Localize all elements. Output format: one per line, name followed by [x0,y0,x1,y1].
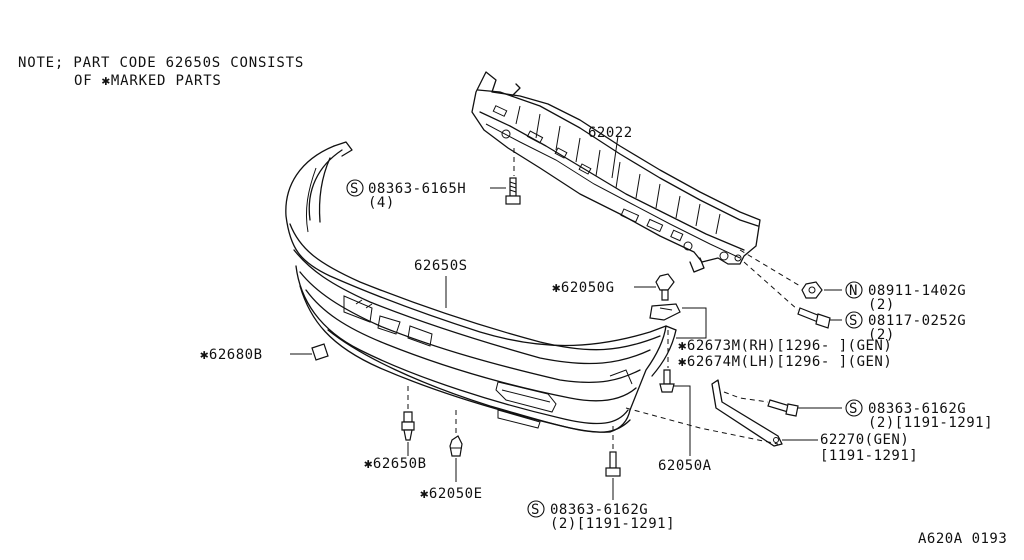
stay-dash [723,391,769,403]
label-62050g: ✱62050G [552,280,615,296]
stay-fascia-dash [625,407,779,445]
label-62270-range: [1191-1291] [820,448,918,464]
label-08363-6165h: 08363-6165H [368,181,466,197]
bolt-08363-6165h [505,177,521,205]
screw-symbol-mid [845,311,863,329]
screw-symbol-top-letter: S [350,181,359,197]
bolt-08117-0252g [797,307,831,329]
clip-62050g [655,273,675,301]
label-08911-1402g-qty: (2) [868,297,895,313]
note-line-2: OF ✱MARKED PARTS [74,73,222,89]
screw-symbol-right-letter: S [849,401,858,417]
diagram-code: A620A 0193 [918,531,1007,547]
clip-62050e [449,435,463,457]
clip-62650b [401,411,415,441]
bracket-62673m-62674m [649,303,681,321]
label-08363-6162g-right: 08363-6162G [868,401,966,417]
nut-symbol [845,281,863,299]
leader-lines [290,135,842,500]
label-62680b: ✱62680B [200,347,263,363]
label-08117-0252g-qty: (2) [868,327,895,343]
label-62050e: ✱62050E [420,486,483,502]
bolt-08363-6162g-bottom [605,451,621,477]
bumper-fascia [285,141,677,433]
nut-symbol-letter: N [849,283,858,299]
label-08363-6162g-right-qty: (2)[1191-1291] [868,415,993,431]
note-line-1: NOTE; PART CODE 62650S CONSISTS [18,55,304,71]
label-62674m: ✱62674M(LH)[1296- ](GEN) [678,354,892,370]
plug-62680b [311,343,329,361]
label-08117-0252g: 08117-0252G [868,313,966,329]
label-08363-6162g-bottom: 08363-6162G [550,502,648,518]
screw-symbol-bottom [527,500,545,518]
label-08363-6162g-bottom-qty: (2)[1191-1291] [550,516,675,532]
bolt-08363-6162g-right [767,399,799,417]
label-62673m: ✱62673M(RH)[1296- ](GEN) [678,338,892,354]
bumper-reinforcement [471,71,761,273]
screw-symbol-mid-letter: S [849,313,858,329]
label-62650b: ✱62650B [364,456,427,472]
label-62022: 62022 [588,125,633,141]
label-62650s: 62650S [414,258,468,274]
screw-symbol-right [845,399,863,417]
bolt-mid-dash [743,261,799,311]
screw-symbol-top [346,179,364,197]
nut-08911-1402g [801,281,823,299]
clip-62050a [659,369,675,393]
label-08911-1402g: 08911-1402G [868,283,966,299]
screw-symbol-bottom-letter: S [531,502,540,518]
nut-dash [739,249,801,287]
stay-62270 [711,379,783,447]
label-62050a: 62050A [658,458,712,474]
label-62270: 62270(GEN) [820,432,909,448]
label-08363-6165h-qty: (4) [368,195,395,211]
